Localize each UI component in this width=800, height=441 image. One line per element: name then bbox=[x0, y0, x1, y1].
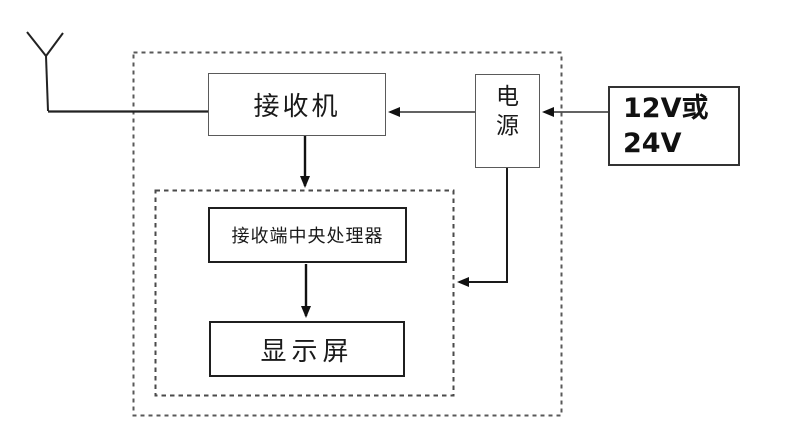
power-label-line1: 电 bbox=[496, 84, 519, 110]
node-cpu: 接收端中央处理器 bbox=[208, 207, 407, 263]
outer-dashed-group-box bbox=[132, 51, 563, 417]
voltage-label-line2: 24V bbox=[623, 128, 682, 159]
node-power: 电 源 bbox=[475, 74, 540, 168]
power-label-line2: 源 bbox=[496, 112, 519, 139]
power-to-inner-group-arrow bbox=[457, 168, 508, 287]
node-receiver: 接收机 bbox=[208, 73, 386, 136]
antenna-icon bbox=[26, 31, 64, 112]
node-voltage: 12V或 24V bbox=[608, 86, 740, 166]
display-label: 显示屏 bbox=[260, 336, 354, 367]
receiver-label: 接收机 bbox=[253, 92, 341, 122]
node-display: 显示屏 bbox=[209, 321, 405, 377]
voltage-label-line1: 12V或 bbox=[623, 92, 709, 124]
cpu-label: 接收端中央处理器 bbox=[231, 226, 384, 247]
inner-dashed-group-box bbox=[154, 189, 455, 397]
